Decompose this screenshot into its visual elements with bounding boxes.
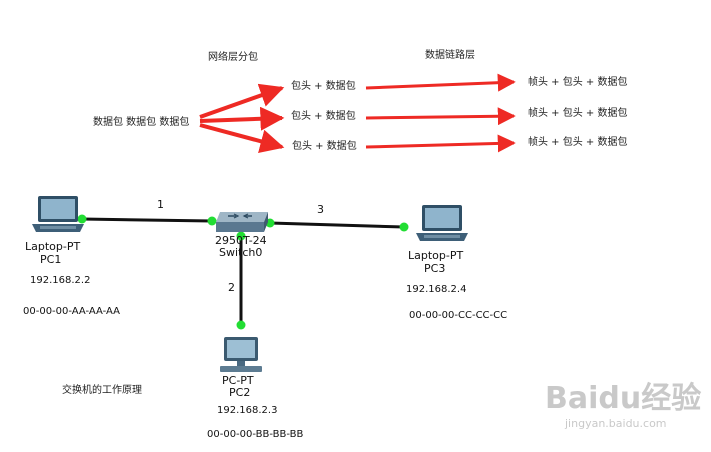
data-link-frame: 帧头 + 包头 + 数据包 <box>528 77 628 88</box>
source-packets-label: 数据包 数据包 数据包 <box>93 117 190 128</box>
split-arrows <box>199 83 285 153</box>
pc2-name: PC2 <box>229 386 251 399</box>
arrow-frame-bottom <box>365 134 516 153</box>
arrow-split-middle <box>199 106 285 131</box>
pc3-ip: 192.168.2.4 <box>406 284 467 295</box>
arrow-frame-middle <box>365 107 516 126</box>
frame-arrows <box>365 73 516 153</box>
watermark-brand: Baidu经验 <box>545 381 702 416</box>
pc1-name: PC1 <box>40 253 62 266</box>
link-number: 3 <box>317 203 324 216</box>
link-dot <box>399 222 409 232</box>
arrow-split-top <box>199 83 285 119</box>
data-link-frame: 帧头 + 包头 + 数据包 <box>528 108 628 119</box>
link-number: 1 <box>157 198 164 211</box>
network-packet: 包头 + 数据包 <box>291 111 356 122</box>
cable-switch-pc3[interactable] <box>269 221 405 229</box>
pc1-model: Laptop-PT <box>25 240 81 253</box>
network-packet: 包头 + 数据包 <box>292 141 357 152</box>
network-packet: 包头 + 数据包 <box>291 81 356 92</box>
link-dot <box>207 216 217 226</box>
watermark-url: jingyan.baidu.com <box>565 417 667 430</box>
pc3-model: Laptop-PT <box>408 249 464 262</box>
cable-pc1-switch[interactable] <box>81 217 213 223</box>
switch-model: 2950T-24 <box>215 234 267 247</box>
pc3-mac: 00-00-00-CC-CC-CC <box>409 310 508 321</box>
arrow-frame-top <box>365 73 516 92</box>
pc3-name: PC3 <box>424 262 446 275</box>
diagram-caption: 交换机的工作原理 <box>62 385 142 396</box>
data-link-layer-heading: 数据链路层 <box>425 50 475 61</box>
link-number: 2 <box>228 281 235 294</box>
pc2-ip: 192.168.2.3 <box>217 405 278 416</box>
pc1-mac: 00-00-00-AA-AA-AA <box>23 306 120 317</box>
desktop-icon[interactable] <box>220 337 262 372</box>
link-dot <box>77 214 87 224</box>
link-dot <box>236 320 246 330</box>
laptop-icon[interactable] <box>416 205 468 241</box>
data-link-frame: 帧头 + 包头 + 数据包 <box>528 137 628 148</box>
switch-icon[interactable] <box>216 212 268 232</box>
arrow-split-bottom <box>199 123 285 153</box>
network-layer-heading: 网络层分包 <box>208 52 258 63</box>
pc2-mac: 00-00-00-BB-BB-BB <box>207 429 304 440</box>
laptop-icon[interactable] <box>32 196 84 232</box>
link-dot <box>236 231 246 241</box>
pc2-model: PC-PT <box>222 374 254 387</box>
switch-name: Switch0 <box>219 246 263 259</box>
pc1-ip: 192.168.2.2 <box>30 275 91 286</box>
